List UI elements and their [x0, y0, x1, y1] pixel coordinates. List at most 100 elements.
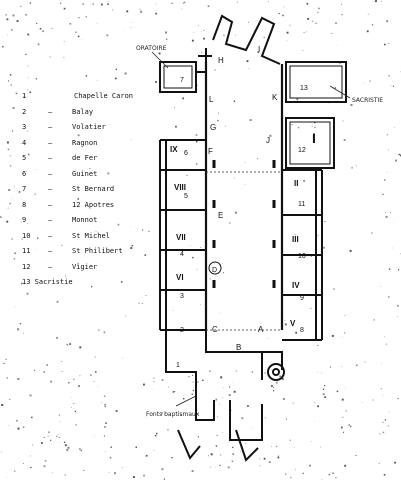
speckle-dot: [241, 417, 244, 420]
speckle-dot: [126, 10, 129, 13]
speckle-dot: [363, 82, 364, 84]
speckle-dot: [188, 376, 190, 378]
speckle-dot: [46, 364, 48, 366]
letter-l: L: [209, 95, 214, 104]
speckle-dot: [73, 378, 75, 381]
speckle-dot: [317, 405, 319, 408]
speckle-dot: [387, 425, 389, 427]
legend-chapel-name: 13 Sacristie: [22, 278, 73, 286]
legend-dash: –: [48, 123, 53, 131]
speckle-dot: [311, 256, 313, 258]
speckle-dot: [190, 245, 191, 247]
legend-chapel-name: St Michel: [72, 231, 110, 240]
speckle-dot: [392, 85, 394, 87]
speckle-dot: [5, 14, 7, 16]
speckle-dot: [378, 462, 380, 464]
speckle-dot: [233, 390, 236, 393]
speckle-dot: [251, 371, 254, 373]
sacristie-room: [285, 61, 347, 103]
speckle-dot: [191, 39, 194, 42]
speckle-dot: [78, 17, 80, 19]
speckle-dot: [244, 162, 246, 163]
speckle-dot: [158, 52, 161, 55]
speckle-dot: [29, 2, 32, 4]
speckle-dot: [78, 385, 80, 387]
speckle-dot: [58, 436, 60, 438]
speckle-dot: [155, 81, 157, 83]
speckle-dot: [350, 425, 352, 428]
speckle-dot: [153, 381, 155, 382]
speckle-dot: [151, 389, 153, 390]
speckle-dot: [143, 474, 145, 477]
letter-a: A: [258, 325, 264, 334]
speckle-dot: [114, 472, 116, 475]
speckle-dot: [324, 396, 326, 398]
speckle-dot: [388, 149, 389, 151]
speckle-dot: [52, 472, 53, 473]
speckle-dot: [248, 68, 250, 70]
speckle-dot: [112, 9, 113, 11]
speckle-dot: [27, 130, 28, 132]
speckle-dot: [103, 435, 105, 437]
speckle-dot: [196, 269, 198, 270]
speckle-dot: [343, 139, 346, 141]
speckle-dot: [231, 460, 233, 462]
speckle-dot: [342, 120, 344, 122]
speckle-dot: [208, 455, 209, 457]
speckle-dot: [198, 25, 199, 26]
speckle-dot: [2, 46, 4, 48]
speckle-dot: [341, 13, 343, 16]
speckle-dot: [253, 30, 255, 31]
speckle-dot: [286, 39, 288, 41]
speckle-dot: [192, 256, 194, 259]
roman-vi: VI: [176, 273, 184, 282]
speckle-dot: [25, 14, 27, 16]
speckle-dot: [388, 43, 390, 44]
speckle-dot: [35, 169, 37, 170]
speckle-dot: [303, 180, 305, 182]
speckle-dot: [199, 304, 201, 305]
speckle-dot: [294, 234, 296, 235]
speckle-dot: [105, 450, 106, 452]
speckle-dot: [192, 374, 194, 376]
legend-chapel-name: St Bernard: [72, 185, 115, 193]
speckle-dot: [8, 189, 11, 191]
speckle-dot: [186, 174, 188, 176]
speckle-dot: [221, 65, 223, 66]
speckle-dot: [143, 383, 145, 386]
speckle-dot: [281, 377, 284, 380]
speckle-dot: [56, 300, 59, 303]
apse-wall: [212, 14, 281, 65]
speckle-dot: [259, 465, 261, 467]
chapel-number-13: 13: [300, 85, 308, 92]
speckle-dot: [397, 154, 399, 156]
chapel-number-6: 6: [184, 150, 188, 157]
legend-number: 6: [22, 169, 27, 178]
speckle-dot: [279, 375, 281, 378]
speckle-dot: [182, 97, 184, 100]
left-chapel-dividers: [160, 139, 206, 331]
speckle-dot: [234, 177, 235, 179]
speckle-dot: [74, 410, 76, 412]
speckle-dot: [317, 344, 319, 346]
speckle-dot: [139, 8, 141, 10]
speckle-dot: [397, 304, 399, 307]
speckle-dot: [80, 449, 82, 452]
speckle-dot: [27, 33, 30, 36]
speckle-dot: [209, 278, 211, 280]
speckle-dot: [16, 419, 18, 422]
speckle-dot: [395, 159, 397, 162]
speckle-dot: [263, 36, 265, 38]
speckle-dot: [44, 460, 47, 462]
speckle-dot: [5, 358, 7, 360]
chapel-number-2: 2: [180, 327, 184, 334]
speckle-dot: [110, 446, 112, 448]
speckle-dot: [63, 441, 66, 444]
speckle-dot: [145, 416, 147, 418]
letter-d-circle: [208, 261, 222, 275]
speckle-dot: [105, 422, 107, 424]
speckle-dot: [309, 464, 311, 467]
legend-number: 8: [22, 200, 27, 209]
speckle-dot: [321, 372, 322, 374]
